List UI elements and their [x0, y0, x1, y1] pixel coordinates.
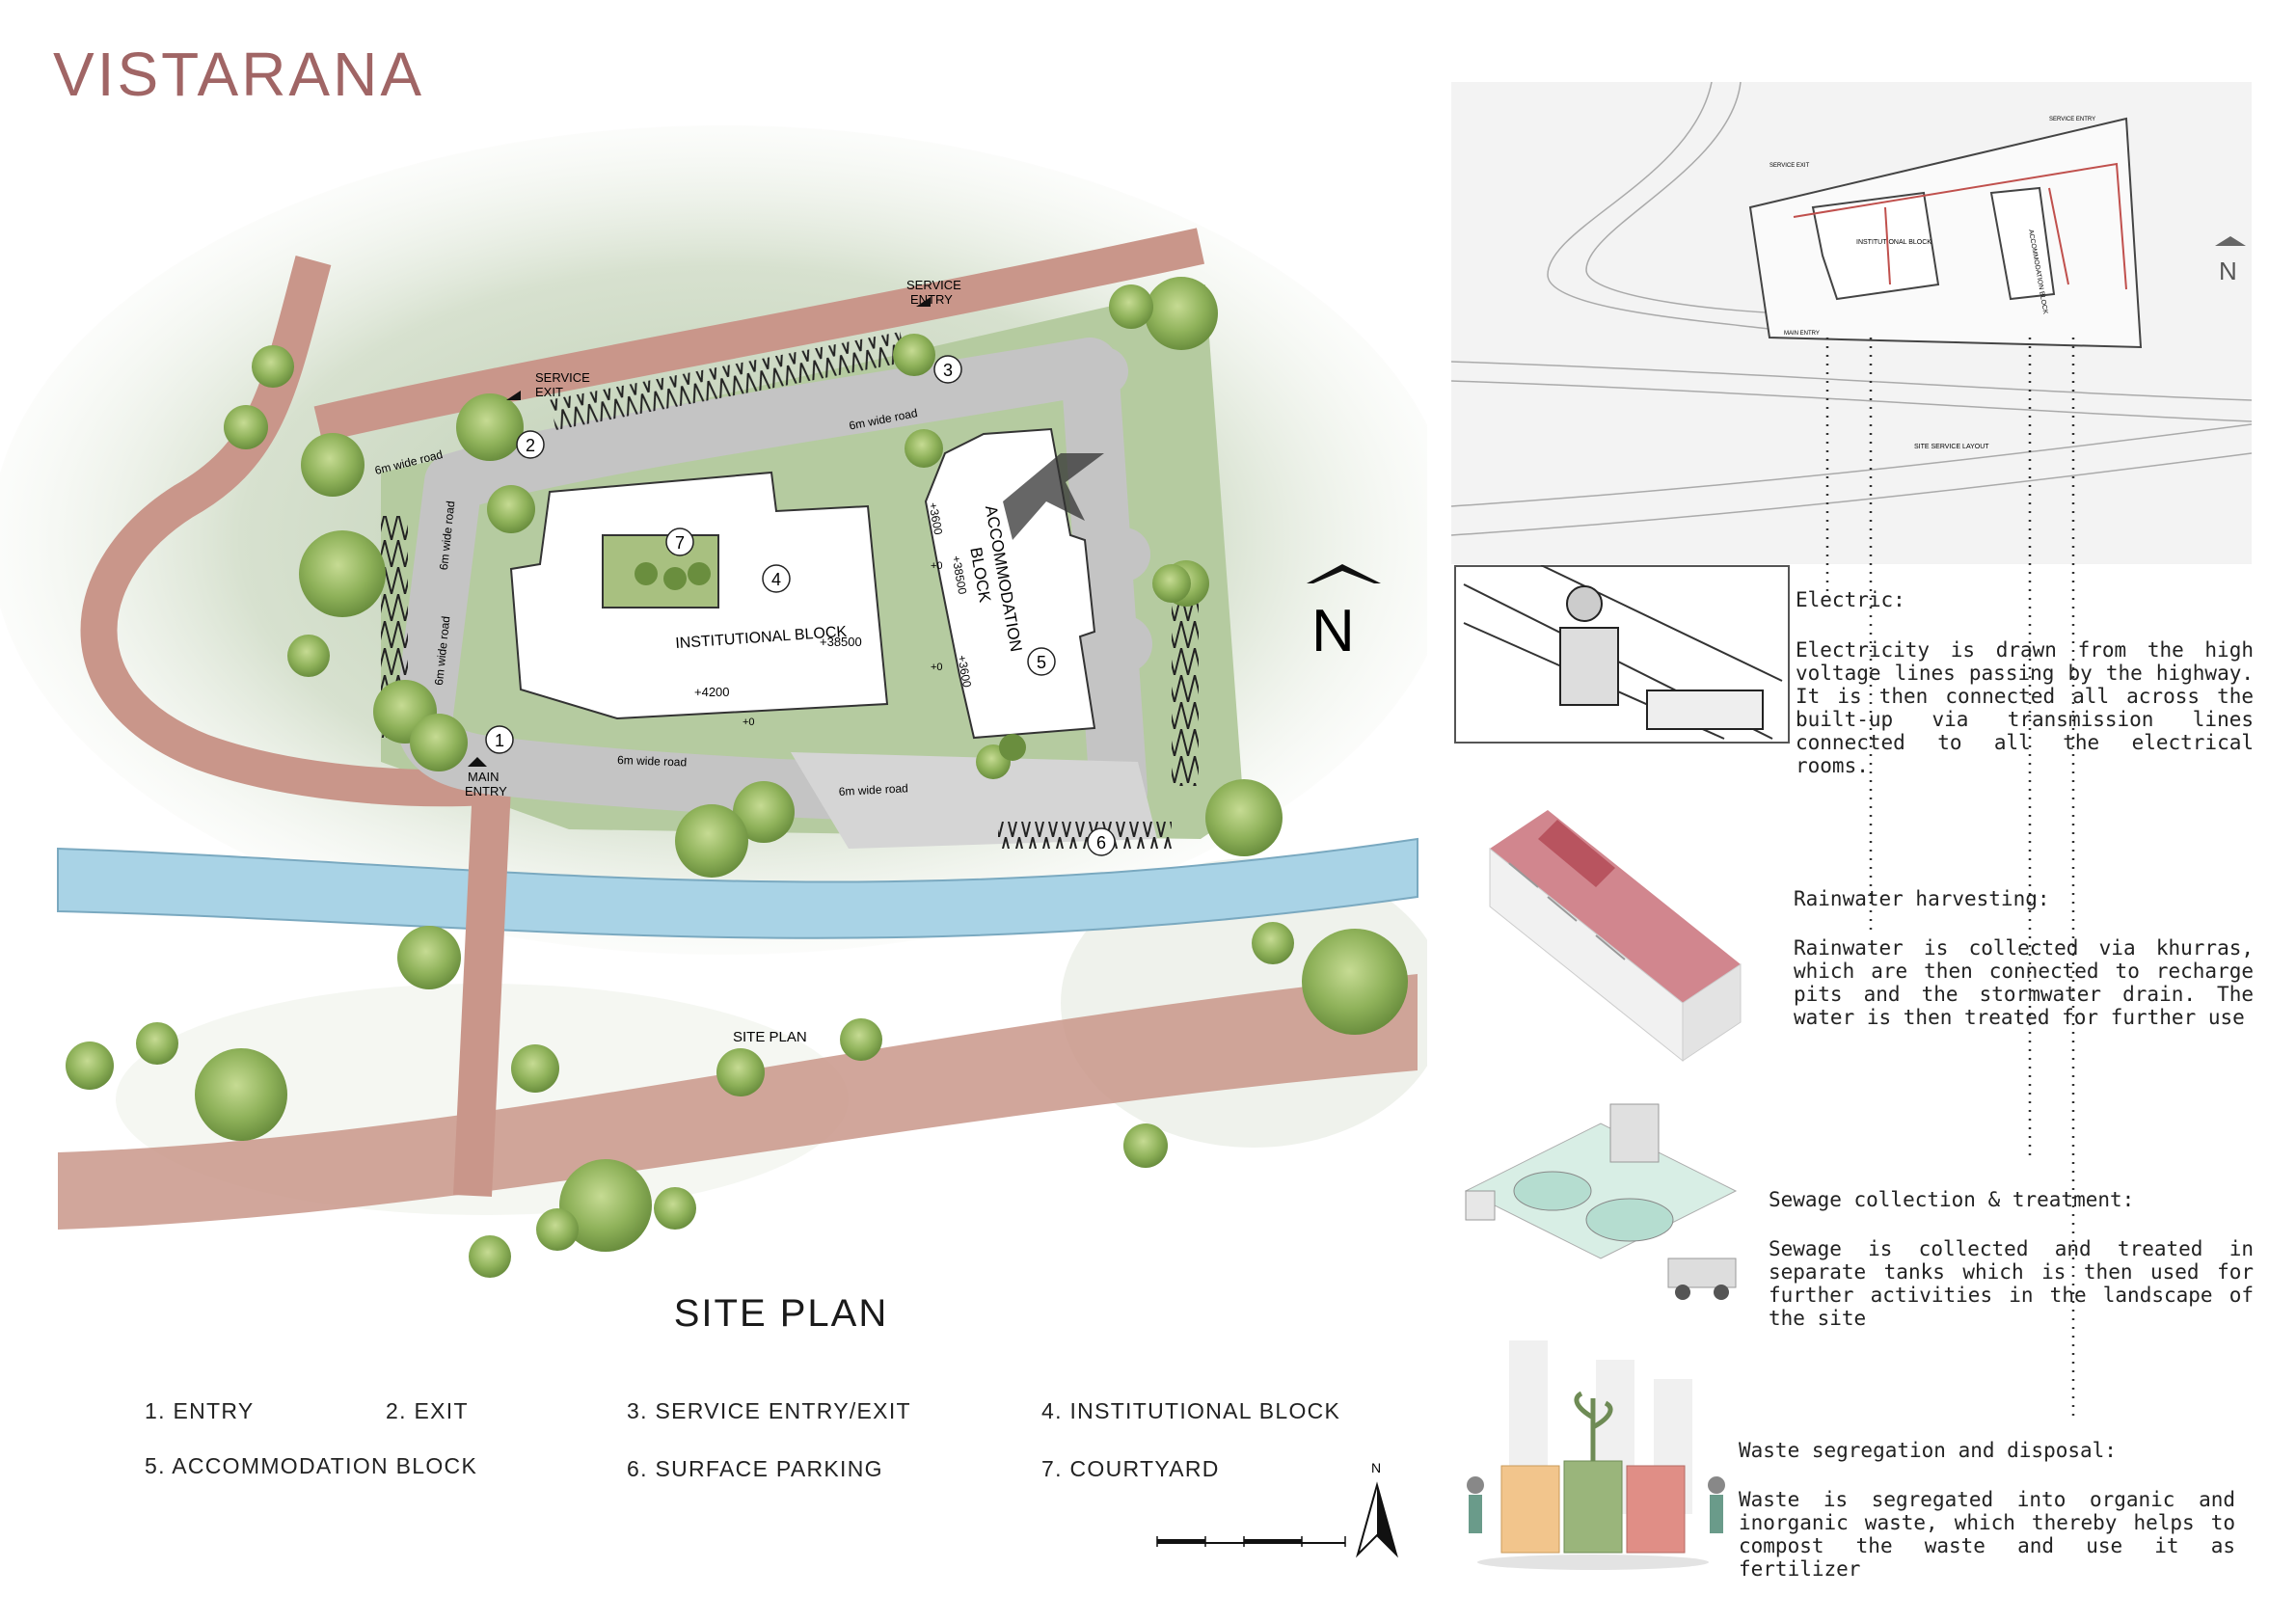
svg-text:4: 4 — [771, 570, 781, 589]
parking-bay-south — [998, 822, 1172, 849]
main-entry-label-2: ENTRY — [465, 784, 507, 798]
svg-text:1: 1 — [495, 731, 504, 750]
diagram-label-institutional: INSTITUTIONAL BLOCK — [1856, 239, 1931, 246]
diagram-label-main-entry: MAIN ENTRY — [1784, 331, 1820, 337]
svg-text:6: 6 — [1096, 833, 1106, 852]
trees — [66, 277, 1408, 1278]
scale-north-icon: N — [1356, 1460, 1398, 1558]
leader-lines — [1825, 338, 2075, 1418]
parking-bay-east — [1172, 593, 1199, 786]
entry-road — [453, 785, 511, 1197]
legend-item-courtyard: 7. COURTYARD — [1041, 1456, 1220, 1481]
legend-item-exit: 2. EXIT — [386, 1398, 469, 1423]
service-entry-label-1: SERVICE — [906, 278, 961, 292]
site-plan-inline-label: SITE PLAN — [733, 1029, 807, 1045]
institutional-block-level-base: +4200 — [694, 685, 730, 699]
service-entry-label-2: ENTRY — [910, 292, 953, 307]
zero-level-2: +0 — [931, 662, 943, 673]
marker-5: 5 — [1027, 647, 1056, 676]
institutional-block: +38500 +4200 INSTITUTIONAL BLOCK — [509, 471, 889, 720]
sewage-illustration — [1464, 1103, 1738, 1300]
scale-bar: N — [1156, 1460, 1398, 1558]
waste-illustration — [1467, 1340, 1725, 1570]
road-label-6: 6m wide road — [838, 781, 908, 798]
service-waste-title: Waste segregation and disposal: — [1739, 1439, 2117, 1462]
marker-3: 3 — [933, 355, 962, 384]
south-highway — [58, 974, 1418, 1230]
legend-item-accommodation-block: 5. ACCOMMODATION BLOCK — [145, 1453, 478, 1478]
zero-level-1: +0 — [743, 717, 755, 728]
marker-2: 2 — [516, 430, 545, 459]
svg-text:N: N — [1311, 598, 1355, 664]
zero-level-3: +0 — [931, 560, 943, 572]
north-arrow-icon: N — [1307, 564, 1381, 664]
svg-text:3: 3 — [943, 361, 953, 380]
brand-title: VISTARANA — [53, 40, 424, 109]
road-label-5: 6m wide road — [617, 753, 687, 770]
svg-text:N: N — [2219, 257, 2237, 285]
service-exit-label-1: SERVICE — [535, 370, 590, 385]
rainwater-illustration — [1489, 810, 1742, 1063]
bird-silhouette — [1003, 453, 1104, 540]
service-layout-diagram: INSTITUTIONAL BLOCK ACCOMMODATION BLOCK … — [1451, 82, 2252, 564]
service-sewage-text: Sewage is collected and treated in separ… — [1769, 1237, 2254, 1330]
legend-item-entry: 1. ENTRY — [145, 1398, 255, 1423]
accommodation-block-level: +38500 — [949, 555, 969, 596]
marker-7: 7 — [665, 527, 694, 556]
main-entry-label-1: MAIN — [468, 770, 500, 784]
svg-text:7: 7 — [675, 533, 685, 553]
accommodation-level-b: +3600 — [955, 654, 974, 689]
north-road — [313, 228, 1205, 443]
electric-illustration — [1454, 565, 1790, 744]
service-rainwater-text: Rainwater is collected via khurras, whic… — [1794, 936, 2254, 1029]
parking-bay-north — [550, 332, 906, 431]
svg-text:N: N — [1371, 1460, 1381, 1475]
diagram-north-icon: N — [2215, 236, 2246, 285]
marker-1: 1 — [485, 725, 514, 754]
diagram-label-site-service: SITE SERVICE LAYOUT — [1914, 444, 1989, 450]
service-rainwater-title: Rainwater harvesting: — [1794, 887, 2050, 910]
service-exit-label-2: EXIT — [535, 385, 563, 399]
service-electric-text: Electricity is drawn from the high volta… — [1796, 638, 2254, 777]
legend-item-surface-parking: 6. SURFACE PARKING — [627, 1456, 883, 1481]
legend-item-institutional-block: 4. INSTITUTIONAL BLOCK — [1041, 1398, 1341, 1423]
marker-4: 4 — [762, 564, 791, 593]
marker-6: 6 — [1087, 827, 1116, 856]
site-plan-drawing: +38500 +4200 INSTITUTIONAL BLOCK ACCOMMO… — [0, 125, 1427, 1278]
legend-item-service-entry-exit: 3. SERVICE ENTRY/EXIT — [627, 1398, 911, 1423]
site-plan-title: SITE PLAN — [673, 1292, 889, 1335]
service-sewage-title: Sewage collection & treatment: — [1769, 1188, 2135, 1211]
service-waste-text: Waste is segregated into organic and ino… — [1739, 1488, 2235, 1581]
svg-text:5: 5 — [1037, 653, 1046, 672]
west-road — [80, 256, 495, 807]
svg-text:2: 2 — [526, 436, 535, 455]
diagram-label-service-exit: SERVICE EXIT — [1769, 163, 1810, 169]
accommodation-level-a: +3600 — [926, 501, 945, 536]
institutional-block-level-top: +38500 — [820, 635, 862, 649]
service-electric-title: Electric: — [1796, 588, 1905, 611]
diagram-label-service-entry: SERVICE ENTRY — [2049, 117, 2095, 122]
